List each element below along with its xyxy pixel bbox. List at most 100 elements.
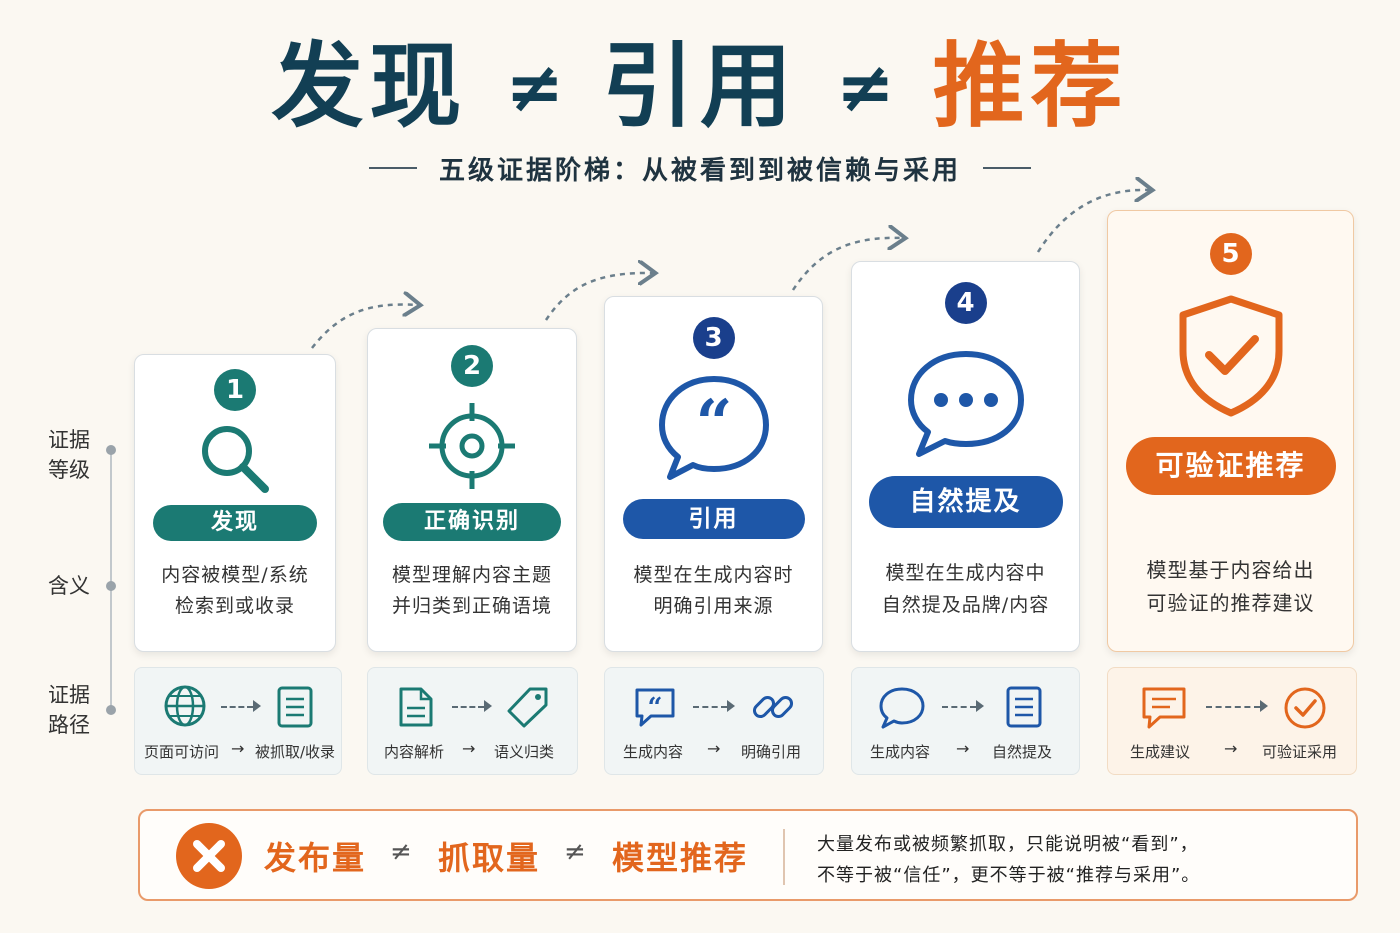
level-desc-line1: 模型理解内容主题 — [391, 564, 552, 586]
magnifier-icon — [202, 426, 269, 493]
level-desc-line2: 明确引用来源 — [653, 595, 774, 617]
banner-note-line1: 大量发布或被频繁抓取，只能说明被“看到”， — [817, 834, 1199, 855]
link-icon — [752, 695, 794, 719]
document-list-icon — [277, 686, 313, 728]
level-card-2: 2 正确识别 模型理解内容主题 并归类到正确语境 — [367, 328, 577, 652]
flow-arrow-2-3 — [544, 273, 653, 321]
level-card-3: 3 “ 引用 模型在生成内容时 明确引用来源 — [604, 296, 823, 652]
level-card-1: 1 发现 内容被模型/系统 检索到或收录 — [134, 354, 336, 652]
level-label-pill: 引用 — [622, 499, 805, 539]
shield-check-icon — [1179, 295, 1282, 417]
path-to-label: 被抓取/收录 — [255, 743, 336, 761]
evidence-path-1: 页面可访问 → 被抓取/收录 — [134, 667, 342, 775]
level-number-badge: 4 — [944, 282, 987, 324]
level-desc-line2: 并归类到正确语境 — [391, 595, 552, 617]
banner-word-publish-volume: 发布量 — [264, 839, 367, 877]
document-list-icon — [1006, 686, 1042, 728]
path-arrowhead — [253, 700, 261, 712]
quote-bubble-icon: “ — [658, 376, 769, 480]
evidence-path-2: 内容解析 → 语义归类 — [367, 667, 578, 775]
axis-dot-level — [106, 445, 116, 455]
path-arrow: → — [231, 739, 245, 758]
banner-not-equal-1: ≠ — [390, 837, 412, 867]
path-arrowhead — [1260, 700, 1268, 712]
title-word-discover: 发现 — [271, 33, 468, 140]
banner-separator — [783, 829, 785, 885]
level-number-badge: 1 — [214, 369, 256, 411]
axis-dot-path — [106, 705, 116, 715]
path-arrowhead — [484, 700, 492, 712]
subtitle-dash-right — [983, 167, 1031, 169]
svg-text:“: “ — [695, 386, 732, 461]
subtitle-row: 五级证据阶梯：从被看到到被信赖与采用 — [0, 150, 1400, 186]
path-from-label: 生成内容 — [623, 743, 684, 761]
level-desc-line1: 模型基于内容给出 — [1146, 558, 1315, 582]
level-number-badge: 3 — [692, 317, 735, 359]
subtitle-dash-left — [368, 167, 417, 169]
axis-label-meaning: 含义 — [48, 574, 90, 598]
chat-bubble-icon — [879, 687, 925, 729]
globe-icon — [164, 685, 206, 727]
title-not-equal-1: ≠ — [505, 46, 564, 128]
path-from-label: 生成建议 — [1130, 743, 1191, 761]
banner-word-crawl-volume: 抓取量 — [438, 839, 541, 877]
axis-label-path: 证据 路径 — [48, 683, 90, 737]
evidence-path-3: “ 生成内容 → 明确引用 — [604, 667, 824, 775]
chat-dots-bubble-icon — [907, 351, 1024, 457]
quote-box-icon: “ — [635, 688, 675, 727]
title-row: 发现 ≠ 引用 ≠ 推荐 — [0, 32, 1400, 142]
path-to-label: 语义归类 — [494, 743, 555, 761]
message-box-icon — [1142, 687, 1186, 729]
level-label-pill: 发现 — [153, 505, 317, 541]
level-label-pill: 可验证推荐 — [1125, 437, 1336, 495]
level-card-4: 4 自然提及 模型在生成内容中 自然提及品牌/内容 — [851, 261, 1080, 652]
path-to-label: 明确引用 — [741, 743, 802, 761]
level-label-pill: 正确识别 — [383, 503, 561, 541]
path-arrow: → — [1224, 739, 1238, 758]
evidence-path-5: 生成建议 → 可验证采用 — [1107, 667, 1357, 775]
path-from-label: 页面可访问 — [144, 743, 220, 761]
path-arrow: → — [462, 739, 476, 758]
level-desc-line1: 模型在生成内容中 — [885, 562, 1046, 584]
flow-arrow-1-2 — [311, 304, 418, 349]
tag-icon — [507, 687, 548, 728]
banner-not-equal-2: ≠ — [564, 837, 586, 867]
level-desc-line1: 内容被模型/系统 — [161, 564, 309, 586]
level-desc-line1: 模型在生成内容时 — [633, 564, 794, 586]
path-from-label: 生成内容 — [870, 743, 931, 761]
path-to-label: 自然提及 — [992, 743, 1053, 761]
flow-arrow-4-5 — [1036, 190, 1150, 253]
axis-label-level: 证据 等级 — [48, 428, 90, 482]
path-arrow: → — [707, 739, 721, 758]
level-desc-line2: 可验证的推荐建议 — [1146, 591, 1315, 615]
level-card-5: 5 可验证推荐 模型基于内容给出 可验证的推荐建议 — [1107, 210, 1354, 652]
level-desc-line2: 自然提及品牌/内容 — [881, 594, 1050, 616]
path-dashed-connector — [1206, 706, 1260, 708]
banner-note-line2: 不等于被“信任”，更不等于被“推荐与采用”。 — [817, 865, 1201, 886]
evidence-path-4: 生成内容 → 自然提及 — [851, 667, 1080, 775]
path-arrowhead — [976, 700, 984, 712]
path-dashed-connector — [452, 706, 484, 708]
level-label-pill: 自然提及 — [868, 476, 1063, 528]
title-word-cite: 引用 — [601, 33, 798, 140]
path-dashed-connector — [942, 706, 976, 708]
flow-arrow-3-4 — [791, 238, 903, 291]
level-number-badge: 5 — [1209, 233, 1252, 275]
path-arrow: → — [956, 739, 970, 758]
title-not-equal-2: ≠ — [836, 46, 895, 128]
crosshair-target-icon — [429, 403, 515, 489]
axis-dot-meaning — [106, 581, 116, 591]
subtitle: 五级证据阶梯：从被看到到被信赖与采用 — [438, 155, 961, 186]
level-number-badge: 2 — [451, 345, 493, 387]
svg-text:“: “ — [648, 693, 663, 723]
check-circle-icon — [1284, 687, 1326, 729]
path-arrowhead — [727, 700, 735, 712]
document-icon — [399, 687, 433, 727]
x-circle-icon — [176, 823, 242, 889]
path-dashed-connector — [221, 706, 253, 708]
path-to-label: 可验证采用 — [1262, 743, 1338, 761]
level-desc-line2: 检索到或收录 — [174, 595, 295, 617]
bottom-banner: 发布量 ≠ 抓取量 ≠ 模型推荐 大量发布或被频繁抓取，只能说明被“看到”， 不… — [138, 809, 1358, 901]
path-dashed-connector — [693, 706, 727, 708]
